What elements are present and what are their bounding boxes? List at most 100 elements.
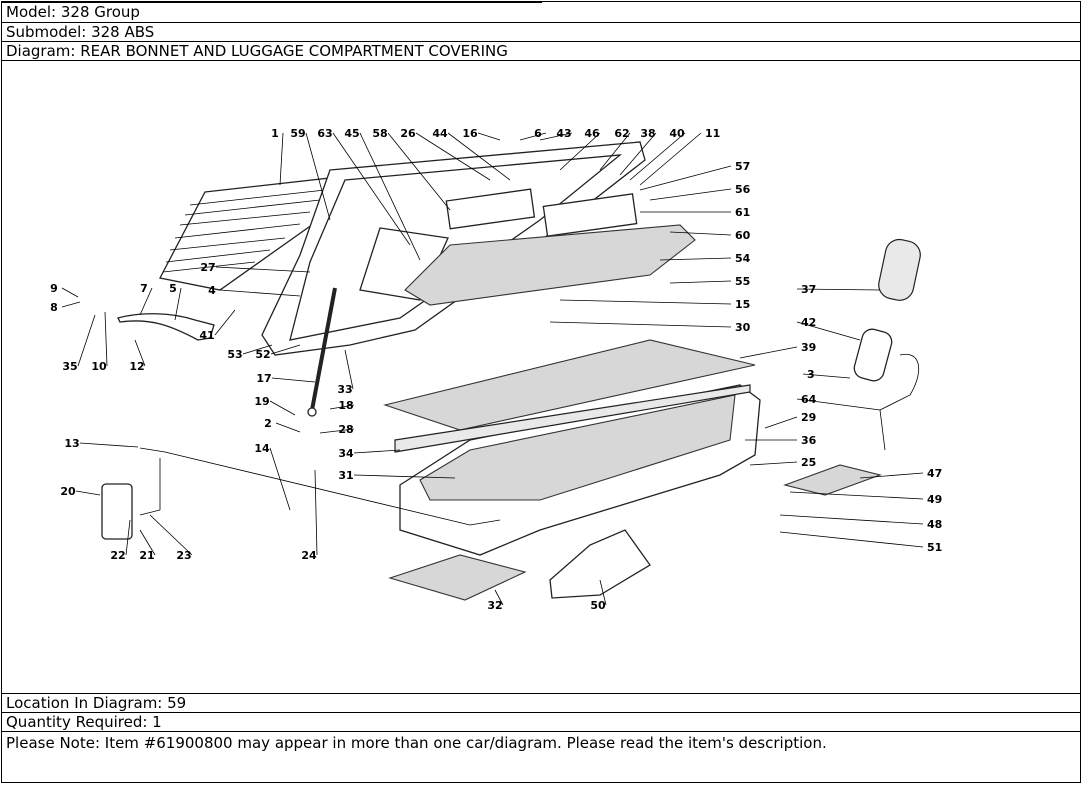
part-number-label: 40 [669, 127, 685, 140]
part-number-label: 18 [338, 399, 353, 412]
part-number-label: 21 [139, 549, 154, 562]
leader-line [387, 132, 451, 211]
location-label: Location In Diagram: 59 [6, 694, 187, 712]
leader-line [269, 447, 291, 511]
leader-line [329, 404, 355, 410]
leader-line [353, 474, 456, 479]
actuator-drawing [853, 238, 921, 451]
part-number-label: 24 [301, 549, 317, 562]
part-number-label: 33 [337, 383, 352, 396]
leader-line [494, 589, 504, 606]
leader-line [415, 132, 491, 181]
part-number-label: 63 [317, 127, 332, 140]
leader-line [659, 257, 732, 261]
leader-line [314, 469, 318, 556]
leader-line [104, 311, 108, 367]
part-number-label: 29 [801, 411, 816, 424]
part-number-label: 22 [110, 549, 125, 562]
leader-line [859, 472, 924, 479]
part-number-label: 46 [584, 127, 600, 140]
model-label: Model: 328 Group [6, 3, 140, 21]
part-number-label: 52 [255, 348, 270, 361]
part-number-label: 10 [91, 360, 107, 373]
part-number-label: 8 [50, 301, 58, 314]
divider [2, 41, 1080, 42]
part-number-label: 7 [140, 282, 148, 295]
leader-line [739, 346, 798, 359]
leader-line [353, 449, 401, 454]
part-number-label: 31 [338, 469, 353, 482]
leader-line [344, 349, 354, 390]
part-number-label: 27 [200, 261, 215, 274]
leader-line [269, 400, 296, 416]
leader-line [649, 188, 732, 201]
leader-line [214, 309, 236, 336]
part-number-label: 47 [927, 467, 942, 480]
part-number-label: 37 [801, 283, 816, 296]
leader-line [61, 287, 79, 298]
part-number-label: 64 [801, 393, 817, 406]
part-number-label: 53 [227, 348, 242, 361]
divider [2, 712, 1080, 713]
leader-line [271, 377, 316, 383]
leader-line [539, 132, 573, 141]
leader-line [639, 165, 732, 191]
part-number-label: 41 [199, 329, 214, 342]
luggage-tub-drawing [383, 339, 761, 556]
diagram-title: Diagram: REAR BONNET AND LUGGAGE COMPART… [6, 42, 508, 60]
part-number-label: 38 [640, 127, 655, 140]
leader-line [139, 529, 156, 556]
part-number-label: 9 [50, 282, 58, 295]
leader-line [519, 132, 547, 141]
leader-line [599, 579, 607, 606]
leader-line [779, 514, 924, 525]
leader-line [559, 132, 601, 171]
part-number-label: 48 [927, 518, 942, 531]
quantity-label: Quantity Required: 1 [6, 713, 162, 731]
part-number-label: 58 [372, 127, 387, 140]
leader-line [477, 132, 501, 141]
part-number-label: 59 [290, 127, 305, 140]
leader-line [242, 344, 273, 355]
leader-line [447, 132, 511, 181]
part-number-label: 36 [801, 434, 817, 447]
leader-line [305, 132, 331, 221]
part-number-label: 5 [169, 282, 177, 295]
part-number-label: 55 [735, 275, 750, 288]
part-number-label: 28 [338, 423, 353, 436]
leader-line [639, 132, 702, 186]
leader-line [802, 373, 851, 379]
submodel-label: Submodel: 328 ABS [6, 23, 155, 41]
part-number-label: 45 [344, 127, 359, 140]
part-number-label: 44 [432, 127, 448, 140]
release-cable-drawing [139, 447, 501, 526]
leader-line [669, 280, 732, 284]
floor-mat-drawing [388, 554, 527, 601]
leader-line [559, 299, 732, 305]
part-number-label: 17 [256, 372, 271, 385]
part-number-label: 6 [534, 127, 542, 140]
part-number-label: 12 [129, 360, 144, 373]
bracket-drawing [549, 529, 651, 599]
leader-line [669, 231, 732, 236]
mat-drawing [783, 464, 882, 496]
part-number-label: 11 [705, 127, 720, 140]
divider [2, 60, 1080, 61]
part-number-label: 43 [556, 127, 571, 140]
divider [2, 731, 1080, 732]
part-number-label: 1 [271, 127, 279, 140]
leader-line [359, 132, 421, 261]
part-number-label: 57 [735, 160, 750, 173]
insulation-pad-drawing [404, 224, 696, 306]
leader-line [779, 531, 924, 548]
part-number-label: 50 [590, 599, 606, 612]
leader-line [332, 132, 411, 246]
leader-line [215, 266, 311, 273]
divider [2, 693, 1080, 694]
prop-rod-drawing [307, 287, 337, 417]
leader-line [279, 132, 284, 186]
part-number-label: 56 [735, 183, 751, 196]
part-number-label: 34 [338, 447, 354, 460]
